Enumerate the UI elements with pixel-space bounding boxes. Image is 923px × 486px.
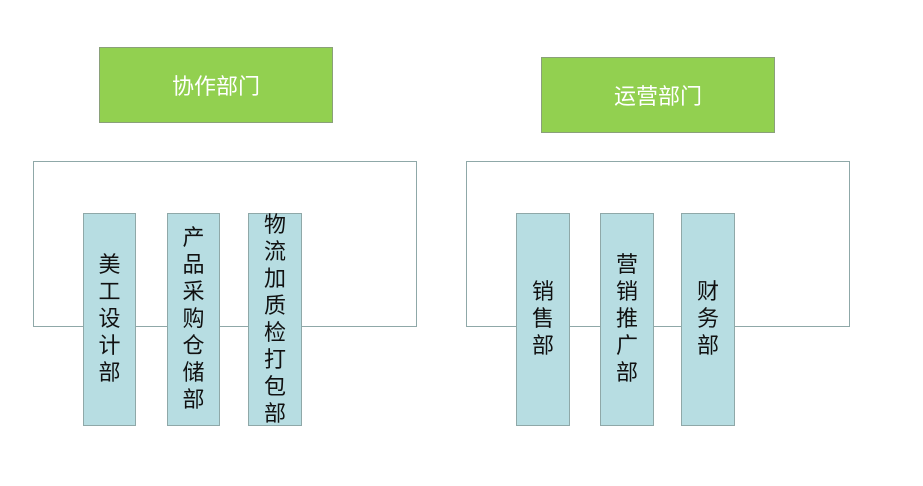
department-label-design: 美工设计部	[98, 253, 121, 386]
department-box-marketing: 营销推广部	[600, 213, 654, 426]
group-header-operations: 运营部门	[541, 57, 775, 133]
department-box-purchasing: 产品采购仓储部	[167, 213, 220, 426]
department-box-sales: 销售部	[516, 213, 570, 426]
group-title-operations: 运营部门	[613, 85, 702, 110]
department-box-design: 美工设计部	[83, 213, 136, 426]
department-label-sales: 销售部	[532, 280, 555, 359]
department-box-logistics: 物流加质检打包部	[248, 212, 302, 427]
department-label-purchasing: 产品采购仓储部	[182, 226, 205, 413]
group-frame-collab	[33, 161, 417, 327]
department-label-finance: 财务部	[697, 280, 720, 359]
group-frame-operations	[466, 161, 850, 327]
department-label-logistics: 物流加质检打包部	[264, 212, 287, 427]
group-header-collab: 协作部门	[99, 47, 333, 123]
department-label-marketing: 营销推广部	[616, 253, 639, 386]
group-title-collab: 协作部门	[171, 75, 260, 100]
department-box-finance: 财务部	[681, 213, 735, 426]
